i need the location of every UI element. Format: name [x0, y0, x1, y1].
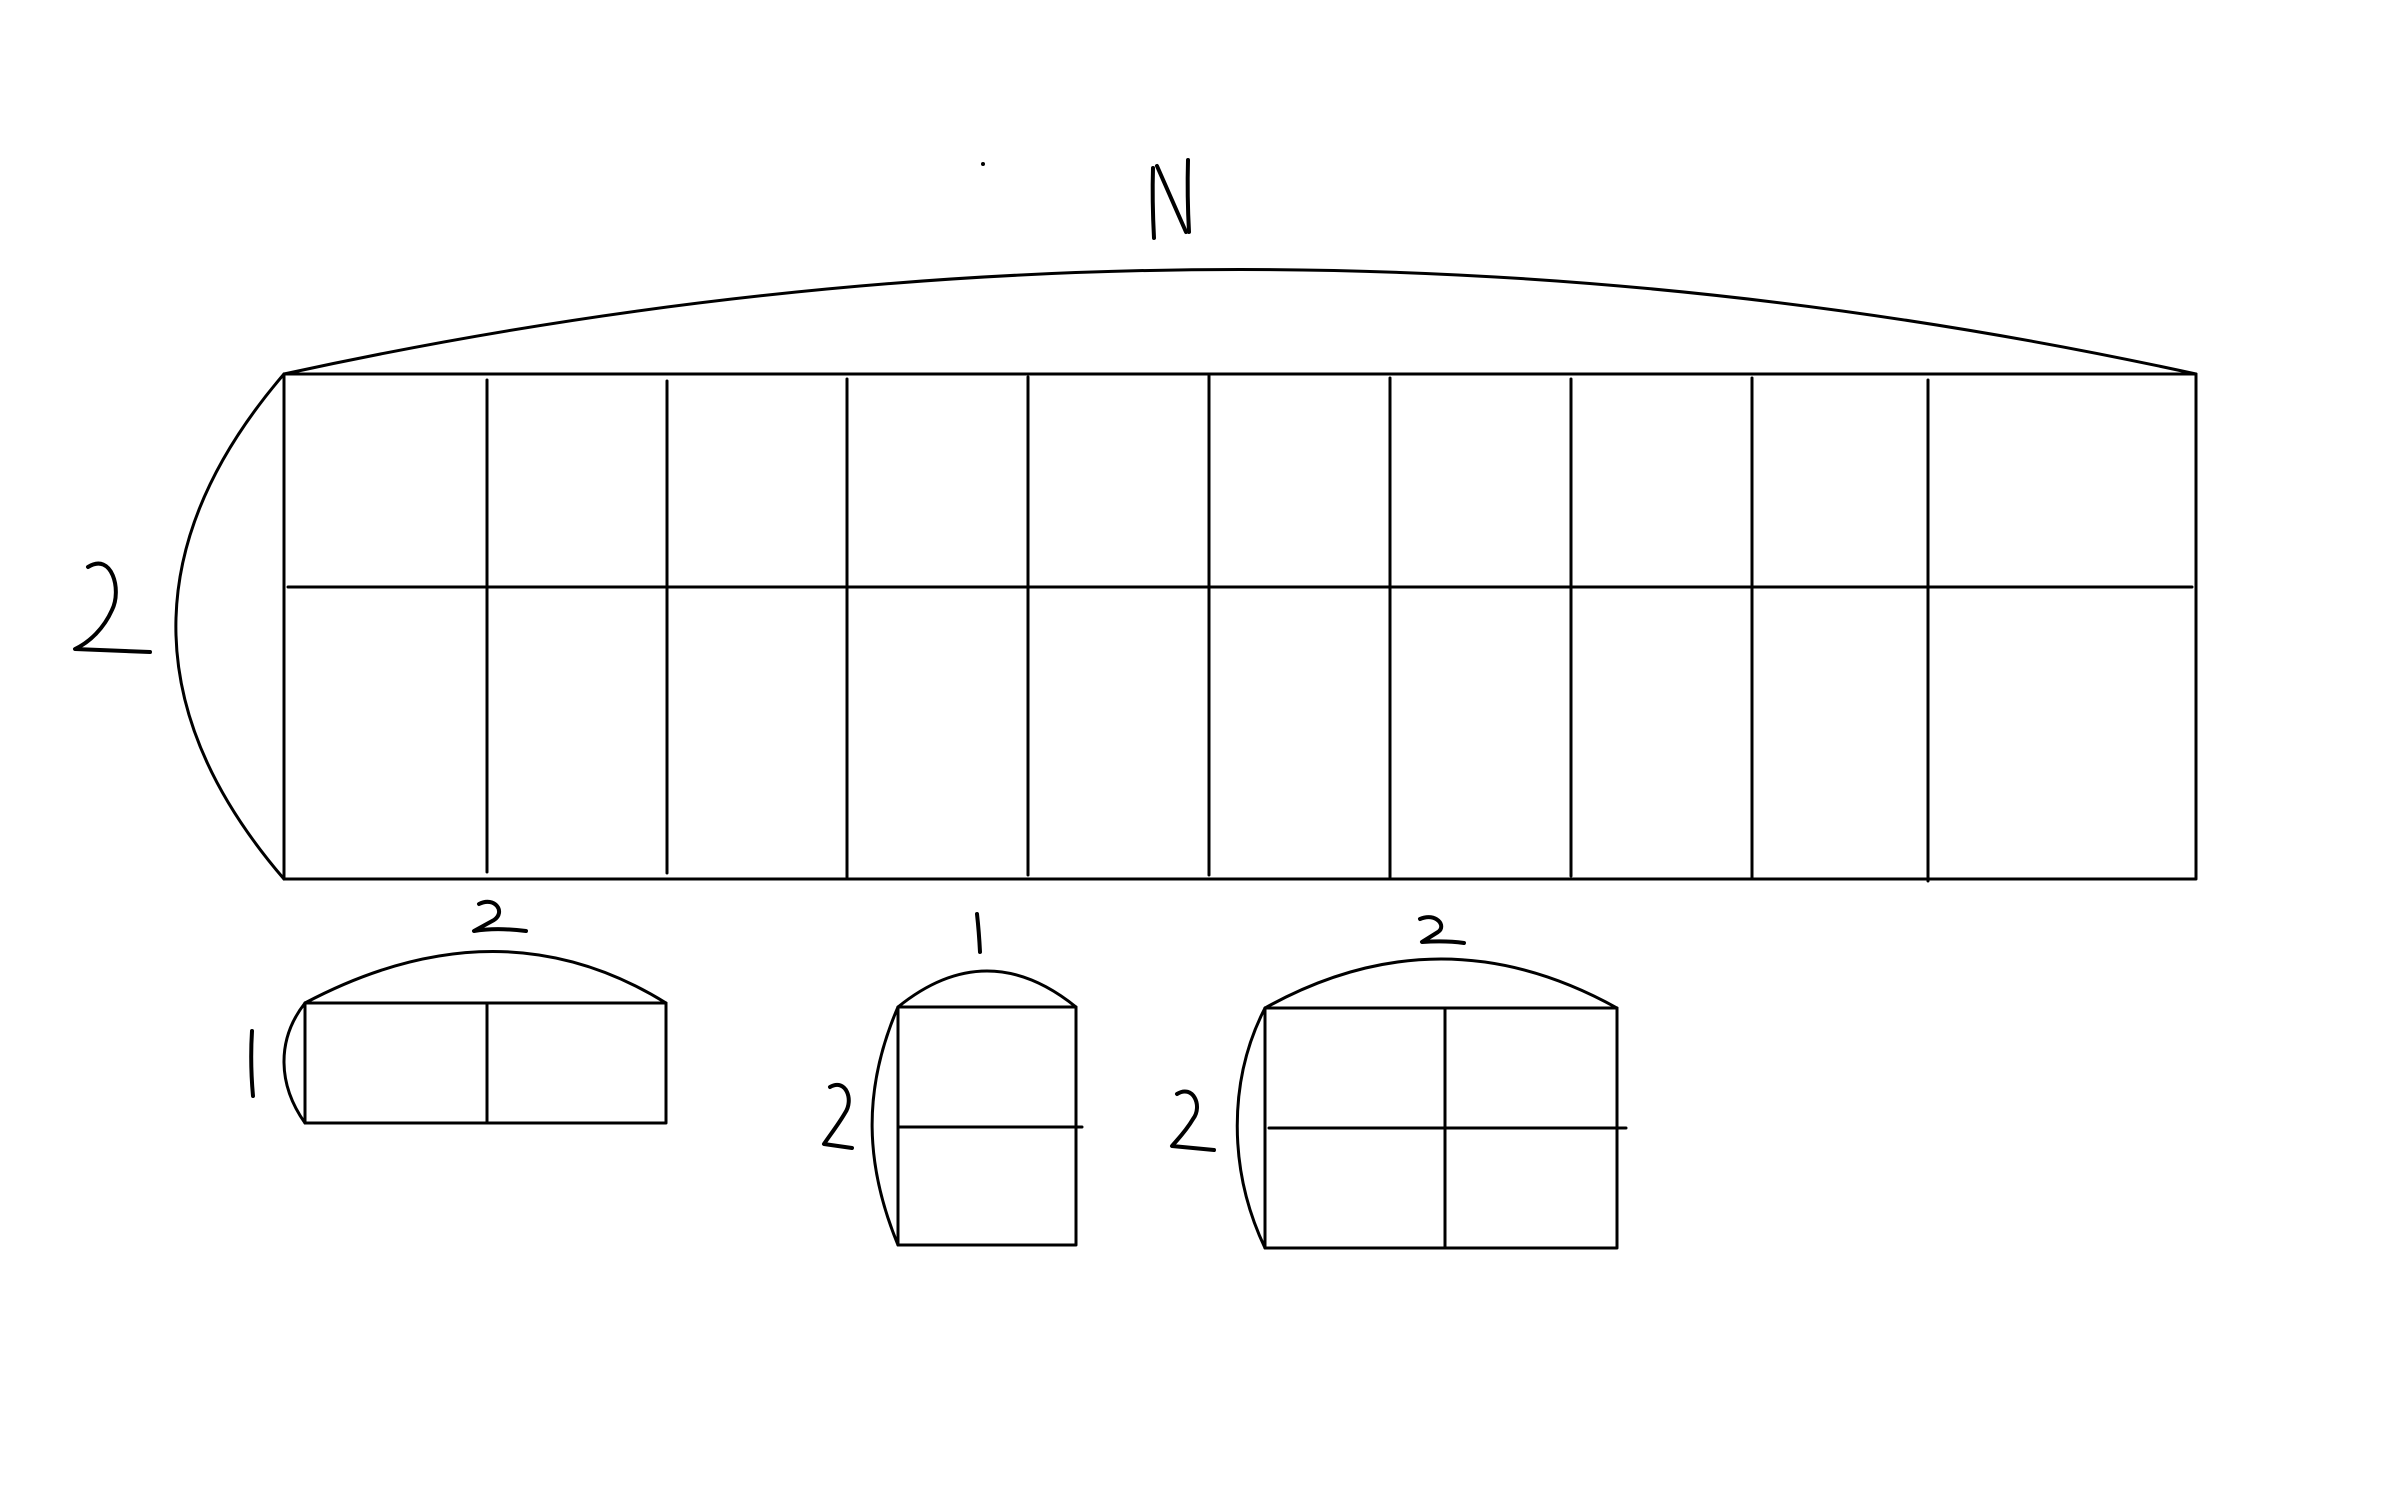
label-width-2 [1418, 915, 1466, 945]
height-brace [282, 1001, 307, 1125]
tile-square [1170, 915, 1628, 1250]
label-width-n [1150, 158, 1191, 240]
main-board [73, 158, 2198, 883]
height-brace [870, 1005, 900, 1247]
width-brace [896, 969, 1078, 1009]
tile-horizontal-domino [249, 900, 668, 1125]
tile-vertical-domino [822, 912, 1084, 1247]
label-height-2 [1170, 1089, 1216, 1152]
label-height-1 [249, 1029, 255, 1098]
label-width-2 [472, 900, 528, 933]
width-brace [303, 950, 668, 1005]
height-brace [1235, 1006, 1267, 1250]
main-board-column-lines [485, 374, 1930, 883]
width-brace [1263, 957, 1619, 1010]
stray-dot [981, 162, 985, 166]
label-height-2 [73, 561, 152, 654]
main-board-outline [282, 372, 2198, 881]
height-brace [174, 372, 286, 881]
label-height-2 [822, 1083, 854, 1150]
label-width-1 [975, 912, 982, 954]
width-brace [282, 268, 2198, 376]
